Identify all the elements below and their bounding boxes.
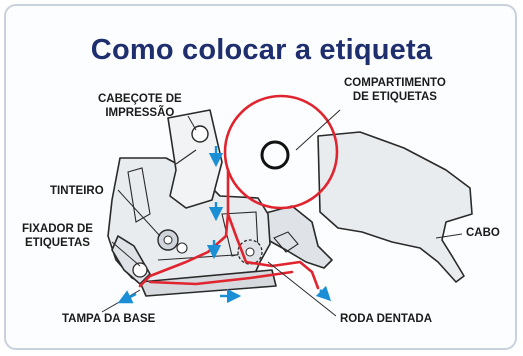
- leader-ink: [117, 189, 161, 237]
- front-roller: [132, 262, 148, 278]
- print-head-window: [191, 125, 209, 143]
- handle-shape: [317, 131, 473, 283]
- trigger-shape: [261, 205, 333, 269]
- label-compartment-line2: DE ETIQUETAS: [352, 91, 437, 103]
- label-roll: [223, 94, 339, 210]
- roll-core: [260, 140, 290, 170]
- leader-cog: [267, 261, 337, 317]
- diagonal-arrow-icon: [315, 285, 332, 302]
- leader-compartment: [295, 109, 341, 151]
- label-print-head-line1: CABEÇOTE DE: [98, 93, 182, 105]
- detail-latch: [273, 231, 299, 253]
- diagonal-arrow-icon: [117, 290, 137, 304]
- detail-plate: [127, 167, 151, 223]
- print-head-shape: [167, 109, 223, 209]
- label-holder-line2: ETIQUETAS: [24, 237, 90, 249]
- label-holder-line1: FIXADOR DE: [22, 223, 93, 235]
- label-ink: TINTEIRO: [50, 185, 104, 197]
- leader-print-head: [187, 115, 197, 131]
- guide-roller: [176, 242, 188, 254]
- label-print-head: CABEÇOTE DE IMPRESSÃO: [98, 92, 182, 120]
- ink-roller: [157, 229, 179, 251]
- diagram-title: Como colocar a etiqueta: [90, 34, 433, 66]
- leader-handle: [435, 233, 463, 239]
- leader-base: [101, 289, 141, 313]
- leader-holder: [111, 241, 141, 267]
- label-compartment-line1: COMPARTIMENTO: [344, 77, 446, 89]
- label-cog-wheel: RODA DENTADA: [340, 313, 432, 325]
- label-path-lower: [148, 270, 294, 286]
- label-handle: CABO: [466, 227, 500, 239]
- label-compartment: COMPARTIMENTO DE ETIQUETAS: [344, 76, 446, 104]
- label-print-head-line2: IMPRESSÃO: [105, 107, 175, 119]
- detail-line: [157, 253, 251, 261]
- detail-line: [175, 149, 197, 165]
- label-holder: FIXADOR DE ETIQUETAS: [22, 222, 93, 250]
- label-base-cover: TAMPA DA BASE: [62, 313, 156, 325]
